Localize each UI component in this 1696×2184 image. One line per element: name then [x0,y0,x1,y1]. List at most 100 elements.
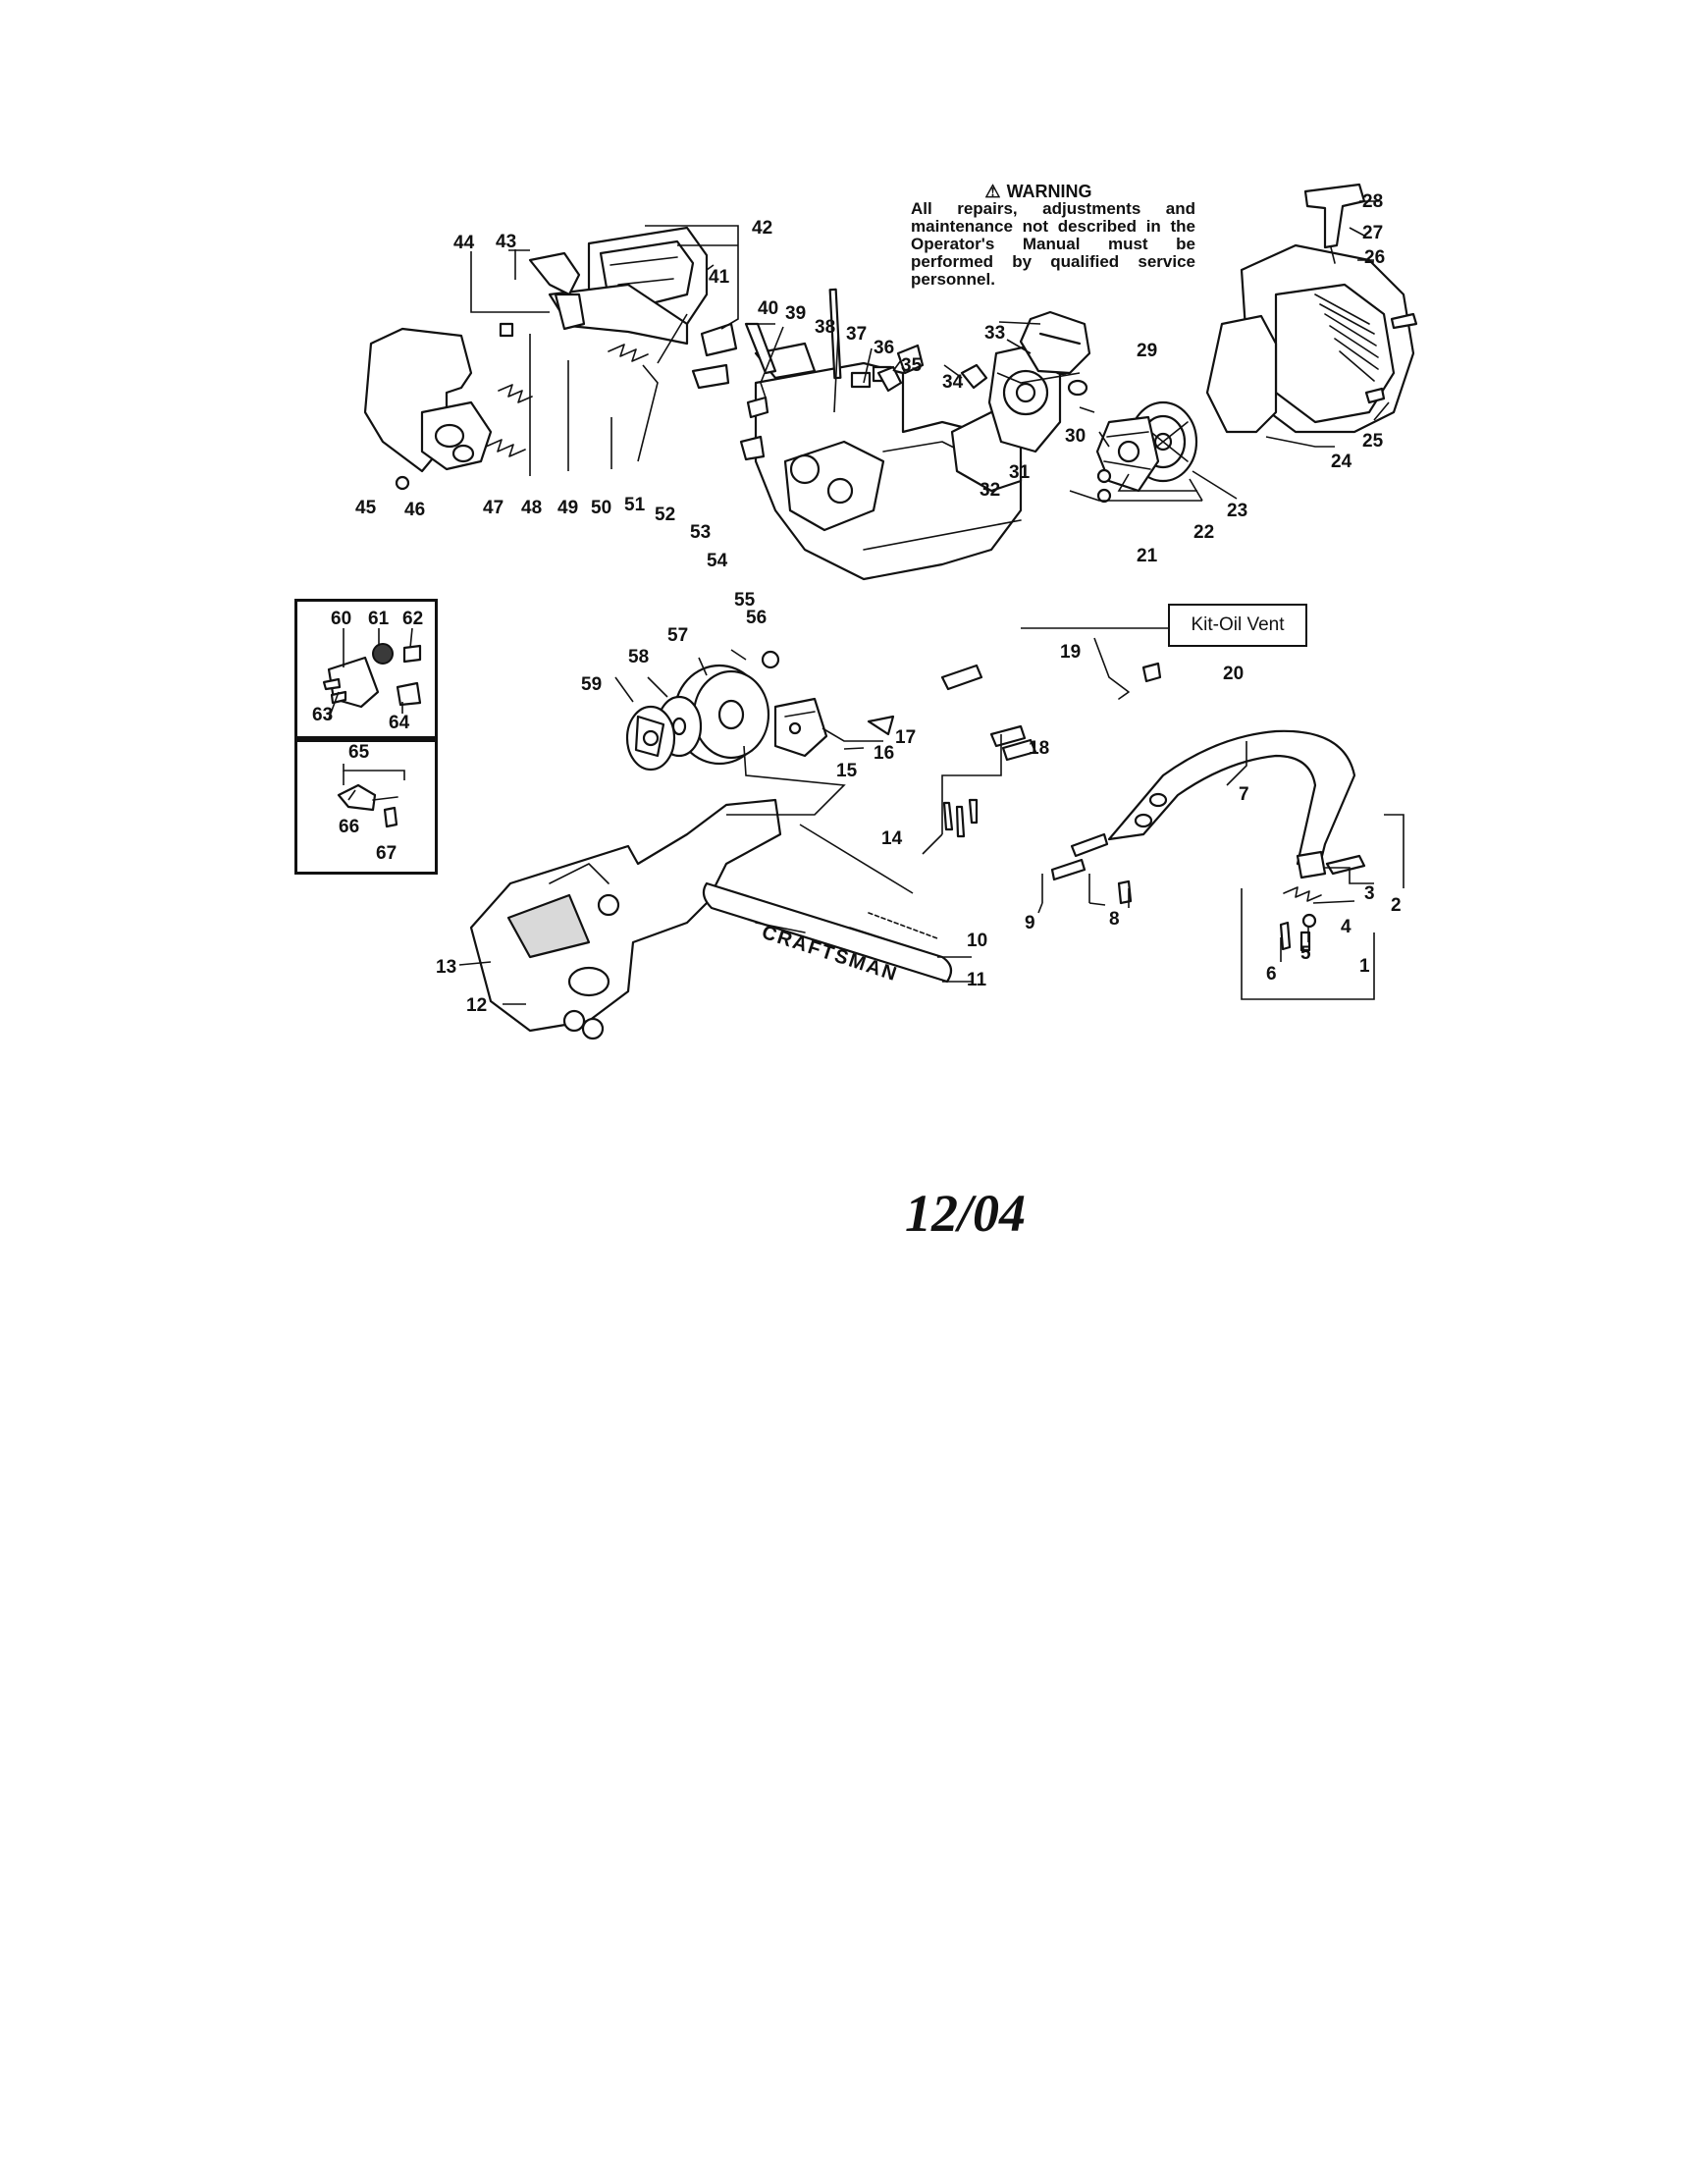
callout-3: 3 [1364,883,1375,904]
callout-49: 49 [557,498,578,518]
callout-29: 29 [1137,341,1157,361]
callout-57: 57 [667,625,688,646]
starter-screws [1364,312,1418,404]
callout-62: 62 [402,609,423,629]
vibration-springs [395,322,649,491]
callout-48: 48 [521,498,542,518]
bar-studs [940,662,1162,838]
warning-text: All repairs, adjustments and maintenance… [911,199,1195,289]
front-handle-grip [363,327,493,473]
callout-37: 37 [846,324,867,345]
side-cover [469,798,782,1040]
chain-brake-band [773,697,895,758]
chain-tensioner-plate [691,322,817,390]
callout-6: 6 [1266,964,1277,985]
rear-handle-housing [548,226,709,346]
callout-15: 15 [836,761,858,781]
inset-carburetor-parts [322,643,422,828]
callout-59: 59 [581,674,602,695]
starter-housing [1205,243,1415,434]
callout-18: 18 [1029,738,1049,759]
callout-26: 26 [1364,247,1385,268]
callout-24: 24 [1331,452,1352,472]
callout-32: 32 [980,480,1000,501]
callout-41: 41 [709,267,730,288]
callout-45: 45 [355,498,377,518]
engine-housing [754,361,1023,581]
callout-53: 53 [690,522,711,543]
callout-2: 2 [1391,895,1402,916]
callout-22: 22 [1193,522,1214,543]
starter-pawl-hub [1095,415,1160,504]
clutch-assembly [625,705,676,772]
inset-box-fuel-line [294,736,438,875]
callout-25: 25 [1362,431,1384,452]
ignition-module [1019,310,1091,375]
callout-13: 13 [436,957,456,978]
callout-31: 31 [1009,462,1031,483]
callout-1: 1 [1359,956,1370,977]
callout-56: 56 [746,608,767,628]
front-handle-bolts [1050,832,1133,905]
callout-39: 39 [785,303,806,324]
callout-16: 16 [874,743,894,764]
callout-44: 44 [453,233,475,253]
callout-40: 40 [758,298,778,319]
callout-7: 7 [1239,784,1249,805]
inset-box-carburetor [294,599,438,742]
callout-38: 38 [815,317,835,338]
revision-date: 12/04 [905,1184,1027,1243]
callout-8: 8 [1109,909,1120,930]
callout-66: 66 [339,817,359,837]
callout-33: 33 [984,323,1005,344]
callout-51: 51 [624,495,646,515]
callout-58: 58 [628,647,649,667]
front-handle-bar [1107,729,1356,866]
callout-43: 43 [496,232,516,252]
warning-notice: ⚠ WARNING All repairs, adjustments and ma… [911,183,1195,289]
kit-oil-vent-callout: 20 [1223,664,1245,684]
warning-title: WARNING [1006,182,1092,201]
callout-9: 9 [1025,913,1035,933]
guide-bar: CRAFTSMAN [702,881,953,985]
callout-55: 55 [734,590,756,611]
callout-27: 27 [1362,223,1383,243]
callout-11: 11 [967,970,987,990]
callout-54: 54 [707,551,728,571]
saw-chain [868,912,938,939]
handle-vibration-mount [1279,850,1366,952]
callout-65: 65 [348,742,370,763]
warning-triangle-icon: ⚠ [984,182,1001,201]
callout-14: 14 [881,828,903,849]
warning-title-row: ⚠ WARNING [881,183,1195,200]
callout-19: 19 [1060,642,1081,663]
leader-lines [328,200,1404,1005]
callout-52: 52 [655,505,675,525]
callout-50: 50 [591,498,611,518]
oil-pump-parts [739,288,988,461]
callout-47: 47 [483,498,504,518]
callout-42: 42 [752,218,772,239]
callout-12: 12 [466,995,487,1016]
callout-63: 63 [312,705,333,725]
callout-61: 61 [368,609,390,629]
callout-64: 64 [389,713,410,733]
callout-28: 28 [1362,191,1383,212]
callout-46: 46 [404,500,425,520]
callout-34: 34 [942,372,964,393]
callout-35: 35 [901,355,923,376]
callout-21: 21 [1137,546,1158,566]
callout-4: 4 [1341,917,1352,937]
kit-oil-vent-label: Kit-Oil Vent [1168,604,1307,647]
callout-labels: 1 2 3 4 5 6 7 8 9 10 11 12 13 14 15 16 1… [312,191,1402,1016]
callout-23: 23 [1227,501,1247,521]
callout-10: 10 [967,931,987,951]
starter-handle [1303,183,1366,264]
callout-60: 60 [331,609,351,629]
callout-5: 5 [1300,943,1311,964]
callout-67: 67 [376,843,397,864]
callout-17: 17 [895,727,916,748]
throttle-trigger [528,251,586,331]
callout-30: 30 [1065,426,1086,447]
